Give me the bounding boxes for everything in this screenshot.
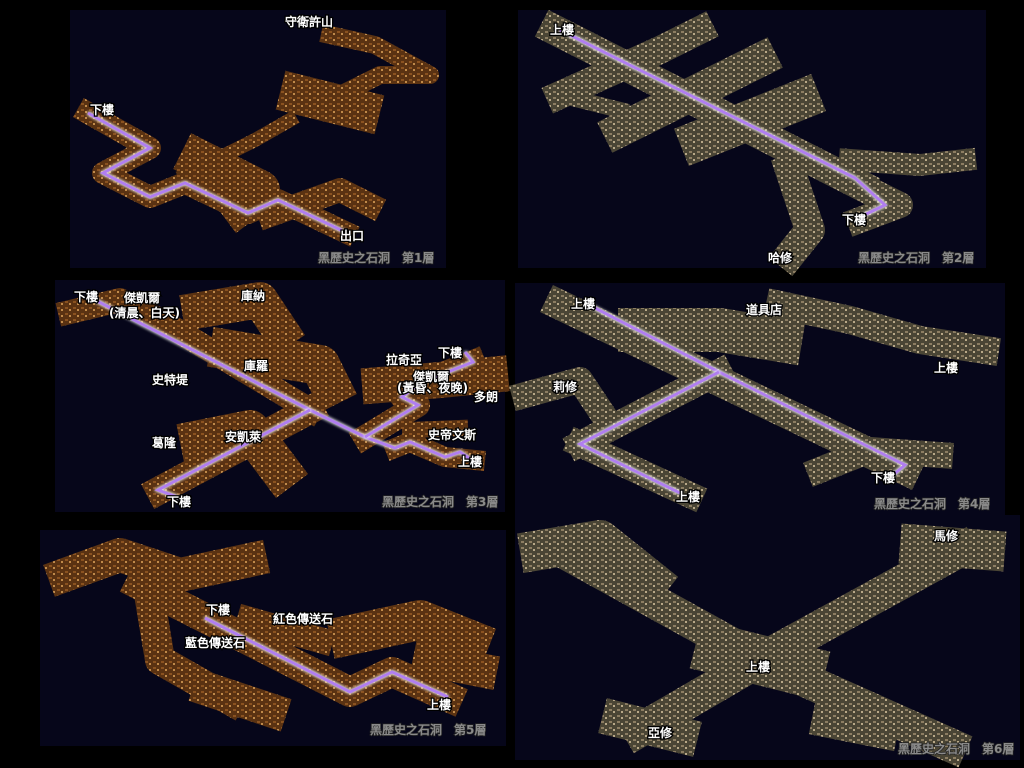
map-label: 史特堤	[152, 372, 189, 387]
map-label: 出口	[340, 228, 364, 243]
route-path	[576, 370, 720, 495]
map-label: 藍色傳送石	[185, 635, 245, 650]
map-label: 紅色傳送石	[273, 611, 333, 626]
map-label: 下樓	[90, 102, 114, 117]
map-label: 安凱萊	[225, 429, 262, 444]
map-label: 下樓	[167, 494, 191, 509]
floor-4-map: 上樓 道具店 上樓 莉修 下樓 上樓 黑歷史之石洞 第4層	[509, 283, 1005, 515]
floor-1-map: 下樓 守衛許山 出口 黑歷史之石洞 第1層	[70, 10, 446, 268]
map-label: 下樓	[871, 470, 895, 485]
map-label: 馬修	[934, 528, 959, 543]
map-caption: 黑歷史之石洞 第5層	[370, 722, 486, 737]
map-label: 上樓	[571, 296, 595, 311]
route-path	[94, 298, 476, 464]
map-label: 下樓	[842, 212, 866, 227]
map-label: (清晨、白天)	[109, 305, 180, 320]
map-label: 史帝文斯	[428, 427, 476, 442]
route-path	[87, 111, 346, 234]
map-label: 傑凱爾	[123, 290, 160, 305]
map-label: 上樓	[550, 22, 574, 37]
floor-2-map: 上樓 下樓 哈修 黑歷史之石洞 第2層	[518, 9, 986, 277]
map-label: 庫羅	[244, 358, 268, 373]
map-label: 莉修	[553, 379, 578, 394]
map-label: 哈修	[768, 250, 793, 265]
map-label: 傑凱爾	[412, 369, 449, 384]
route-path	[154, 408, 311, 500]
map-label: 亞修	[648, 725, 673, 740]
route-path	[592, 305, 908, 477]
map-label: 上樓	[427, 697, 451, 712]
map-label: 上樓	[746, 659, 770, 674]
map-label: (黃昏、夜晚)	[397, 380, 468, 395]
map-caption: 黑歷史之石洞 第2層	[858, 250, 974, 265]
floor-3-map: 下樓 傑凱爾 (清晨、白天) 庫納 庫羅 史特堤 拉奇亞 下樓 傑凱爾 (黃昏、…	[55, 280, 510, 512]
route-path	[559, 28, 888, 220]
map-label: 下樓	[74, 289, 98, 304]
map-label: 庫納	[241, 288, 265, 303]
map-label: 下樓	[438, 345, 462, 360]
cave-floor	[516, 520, 1007, 768]
route-path	[204, 616, 449, 699]
map-caption: 黑歷史之石洞 第1層	[318, 250, 434, 265]
map-caption: 黑歷史之石洞 第4層	[874, 496, 990, 511]
map-label: 拉奇亞	[386, 352, 422, 367]
map-label: 上樓	[458, 454, 482, 469]
map-label: 守衛許山	[285, 14, 333, 29]
map-caption: 黑歷史之石洞 第3層	[382, 494, 498, 509]
route-path	[364, 351, 476, 439]
floor-6-map: 馬修 上樓 亞修 黑歷史之石洞 第6層	[515, 515, 1020, 768]
cave-floor	[534, 9, 978, 277]
map-label: 多朗	[474, 389, 498, 404]
floor-5-map: 下樓 紅色傳送石 藍色傳送石 上樓 黑歷史之石洞 第5層	[40, 530, 506, 746]
map-label: 上樓	[676, 489, 700, 504]
map-label: 上樓	[934, 360, 958, 375]
map-caption: 黑歷史之石洞 第6層	[898, 741, 1014, 756]
map-label: 道具店	[746, 302, 782, 317]
map-label: 下樓	[206, 602, 230, 617]
map-label: 葛隆	[151, 435, 177, 450]
